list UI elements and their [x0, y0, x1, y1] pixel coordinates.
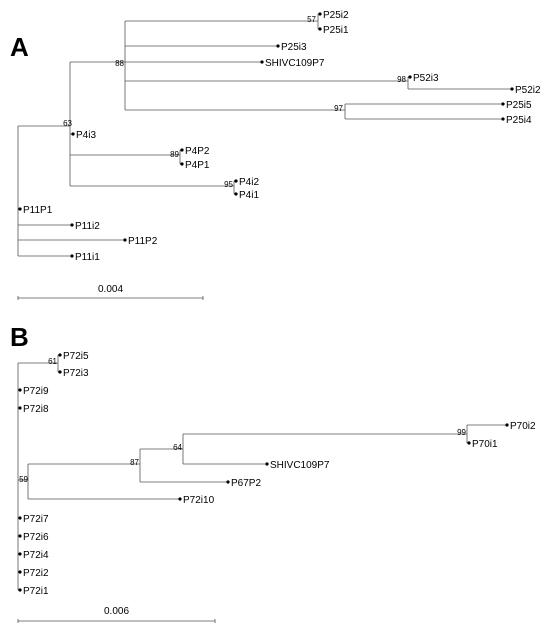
- leaf-node-p4p2: [180, 148, 184, 152]
- support-value-95: 95: [224, 180, 233, 189]
- leaf-node-p72i3: [58, 370, 62, 374]
- leaf-label-p11i2: P11i2: [75, 221, 100, 232]
- leaf-node-shivc109p7: [265, 462, 269, 466]
- leaf-node-shivc109p7: [260, 60, 264, 64]
- leaf-label-p25i3: P25i3: [281, 42, 307, 53]
- leaf-label-p72i4: P72i4: [23, 550, 49, 561]
- leaf-label-p72i2: P72i2: [23, 568, 49, 579]
- leaf-node-p25i4: [501, 117, 505, 121]
- leaf-label-p72i6: P72i6: [23, 532, 49, 543]
- leaf-node-p72i4: [18, 552, 22, 556]
- leaf-label-p72i9: P72i9: [23, 386, 49, 397]
- leaf-node-p4p1: [180, 162, 184, 166]
- leaf-node-p72i1: [18, 588, 22, 592]
- leaf-node-p52i2: [510, 87, 514, 91]
- leaf-label-p4p2: P4P2: [185, 146, 210, 157]
- leaf-label-p25i2: P25i2: [323, 10, 349, 21]
- leaf-label-p70i1: P70i1: [472, 439, 498, 450]
- support-value-61: 61: [48, 357, 57, 366]
- support-value-99: 99: [457, 428, 466, 437]
- leaf-node-p72i10: [178, 497, 182, 501]
- leaf-label-p52i2: P52i2: [515, 85, 541, 96]
- leaf-label-p25i5: P25i5: [506, 100, 532, 111]
- leaf-label-p52i3: P52i3: [413, 73, 439, 84]
- leaf-label-p72i1: P72i1: [23, 586, 49, 597]
- leaf-label-p11p2: P11P2: [128, 236, 158, 247]
- leaf-node-p72i8: [18, 406, 22, 410]
- panel-letter-b: B: [10, 322, 29, 352]
- panel-letter-a: A: [10, 32, 29, 62]
- leaf-label-p4p1: P4P1: [185, 160, 210, 171]
- support-value-98: 98: [397, 75, 406, 84]
- leaf-label-p72i8: P72i8: [23, 404, 49, 415]
- leaf-node-p72i2: [18, 570, 22, 574]
- panel-a: A P25i2P25i1P25i3SHIVC109P7P52i3P52i2P25…: [10, 10, 541, 300]
- support-value-87: 87: [130, 458, 139, 467]
- support-value-97: 97: [334, 104, 343, 113]
- leaf-label-p72i7: P72i7: [23, 514, 49, 525]
- leaf-node-p52i3: [408, 75, 412, 79]
- leaf-node-p70i2: [505, 423, 509, 427]
- leaf-node-p25i3: [276, 44, 280, 48]
- leaf-node-p4i3: [71, 132, 75, 136]
- support-value-88: 88: [115, 59, 124, 68]
- leaf-label-p4i1: P4i1: [239, 190, 259, 201]
- scale-bar-label: 0.004: [98, 284, 123, 295]
- leaf-node-p72i5: [58, 353, 62, 357]
- support-value-57: 57: [307, 15, 316, 24]
- leaf-label-p4i3: P4i3: [76, 130, 96, 141]
- leaf-node-p72i6: [18, 534, 22, 538]
- scale-bar-label: 0.006: [104, 606, 129, 617]
- support-value-64: 64: [173, 443, 182, 452]
- leaf-label-p72i10: P72i10: [183, 495, 215, 506]
- support-value-63: 63: [63, 119, 72, 128]
- leaf-node-p25i5: [501, 102, 505, 106]
- leaf-label-shivc109p7: SHIVC109P7: [265, 58, 325, 69]
- leaf-node-p4i1: [234, 192, 238, 196]
- leaf-label-p67p2: P67P2: [231, 478, 261, 489]
- leaf-label-p72i3: P72i3: [63, 368, 89, 379]
- leaf-node-p25i1: [318, 27, 322, 31]
- leaf-label-p25i1: P25i1: [323, 25, 349, 36]
- leaf-label-shivc109p7: SHIVC109P7: [270, 460, 330, 471]
- leaf-node-p11p2: [123, 238, 127, 242]
- leaf-label-p4i2: P4i2: [239, 177, 259, 188]
- leaf-label-p72i5: P72i5: [63, 351, 89, 362]
- leaf-node-p72i7: [18, 516, 22, 520]
- panel-b: B P72i5P72i3P72i9P72i8P70i2P70i1SHIVC109…: [10, 322, 536, 623]
- leaf-label-p70i2: P70i2: [510, 421, 536, 432]
- support-value-89: 89: [170, 150, 179, 159]
- leaf-label-p25i4: P25i4: [506, 115, 532, 126]
- leaf-label-p11i1: P11i1: [75, 252, 100, 263]
- leaf-node-p11p1: [18, 207, 22, 211]
- leaf-node-p67p2: [226, 480, 230, 484]
- leaf-node-p72i9: [18, 388, 22, 392]
- leaf-node-p25i2: [318, 12, 322, 16]
- leaf-label-p11p1: P11P1: [23, 205, 53, 216]
- leaf-node-p70i1: [467, 441, 471, 445]
- leaf-node-p4i2: [234, 179, 238, 183]
- leaf-node-p11i1: [70, 254, 74, 258]
- support-value-59: 59: [19, 475, 28, 484]
- leaf-node-p11i2: [70, 223, 74, 227]
